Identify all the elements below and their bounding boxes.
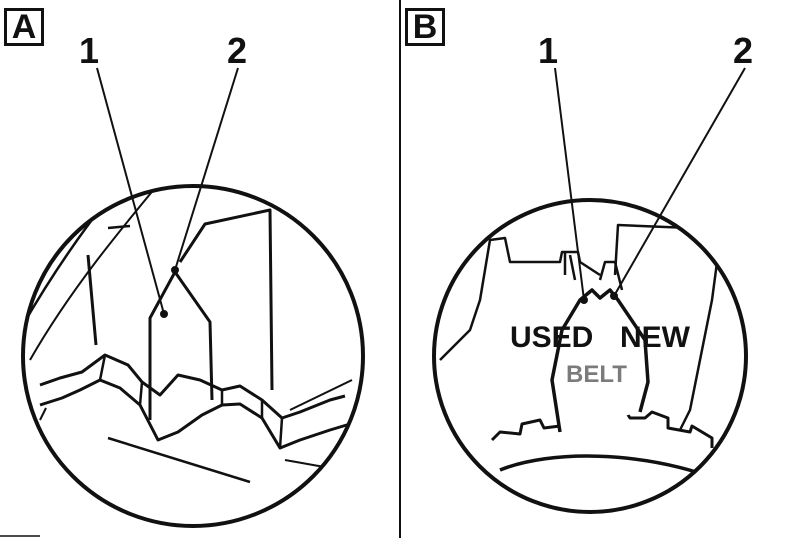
panel-a-tag: A: [4, 8, 44, 46]
panel-b-callout-1: 1: [538, 30, 559, 71]
panel-b-gauge-markings: USED NEW BELT: [510, 321, 691, 388]
panel-b-bracket-detail: [568, 254, 577, 281]
panel-b-gauge-tab: [550, 288, 650, 433]
panel-b-sprocket-rim: [499, 454, 721, 482]
panel-b-callout-2: 2: [733, 30, 754, 71]
panel-b-leader-2-dot: [610, 292, 618, 300]
panel-a-background-curve: [23, 186, 161, 331]
panel-a-leader-2-dot: [171, 266, 179, 274]
panel-a-belt-teeth-bottom: [39, 378, 351, 450]
panel-a-belt-teeth-top: [39, 353, 346, 420]
panel-a-magnifier: [23, 186, 353, 484]
gauge-label-used: USED: [510, 321, 593, 354]
panel-b-magnifier: [439, 223, 722, 482]
panel-a-belt-edge: [289, 379, 353, 411]
panel-a-bracket-left: [86, 254, 98, 346]
panel-b-bracket-outline-right: [613, 223, 722, 431]
panel-a-magnifier-circle: [21, 184, 365, 528]
panel-a-leader-1: [96, 67, 165, 315]
panel-b-tag: B: [405, 8, 445, 46]
panel-a-belt-underside: [107, 436, 251, 484]
panel-b-bracket-notch: [598, 260, 624, 291]
gauge-label-belt: BELT: [566, 361, 627, 388]
gauge-label-new: NEW: [620, 321, 691, 354]
panel-a-callout-1: 1: [79, 30, 100, 71]
panel-b-leader-2: [613, 67, 746, 297]
panel-a-tooth-edge: [98, 354, 107, 381]
panel-a-leader-1-dot: [160, 310, 168, 318]
panel-b-leader-1-dot: [580, 296, 588, 304]
panel-a-leaders: [96, 67, 239, 318]
panel-b-leaders: [554, 67, 746, 304]
panel-a-belt-edge: [39, 407, 47, 421]
panel-a-tooth-edge: [138, 381, 144, 406]
panel-a-bracket-top: [107, 224, 131, 230]
panel-b-magnifier-circle: [432, 198, 748, 514]
panel-a-tooth-edge: [278, 417, 284, 449]
panel-a-callout-2: 2: [227, 30, 248, 71]
panel-b-leader-1: [554, 67, 585, 301]
panel-a-leader-2: [174, 67, 239, 271]
panel-a-tensioner-plate: [178, 208, 274, 391]
